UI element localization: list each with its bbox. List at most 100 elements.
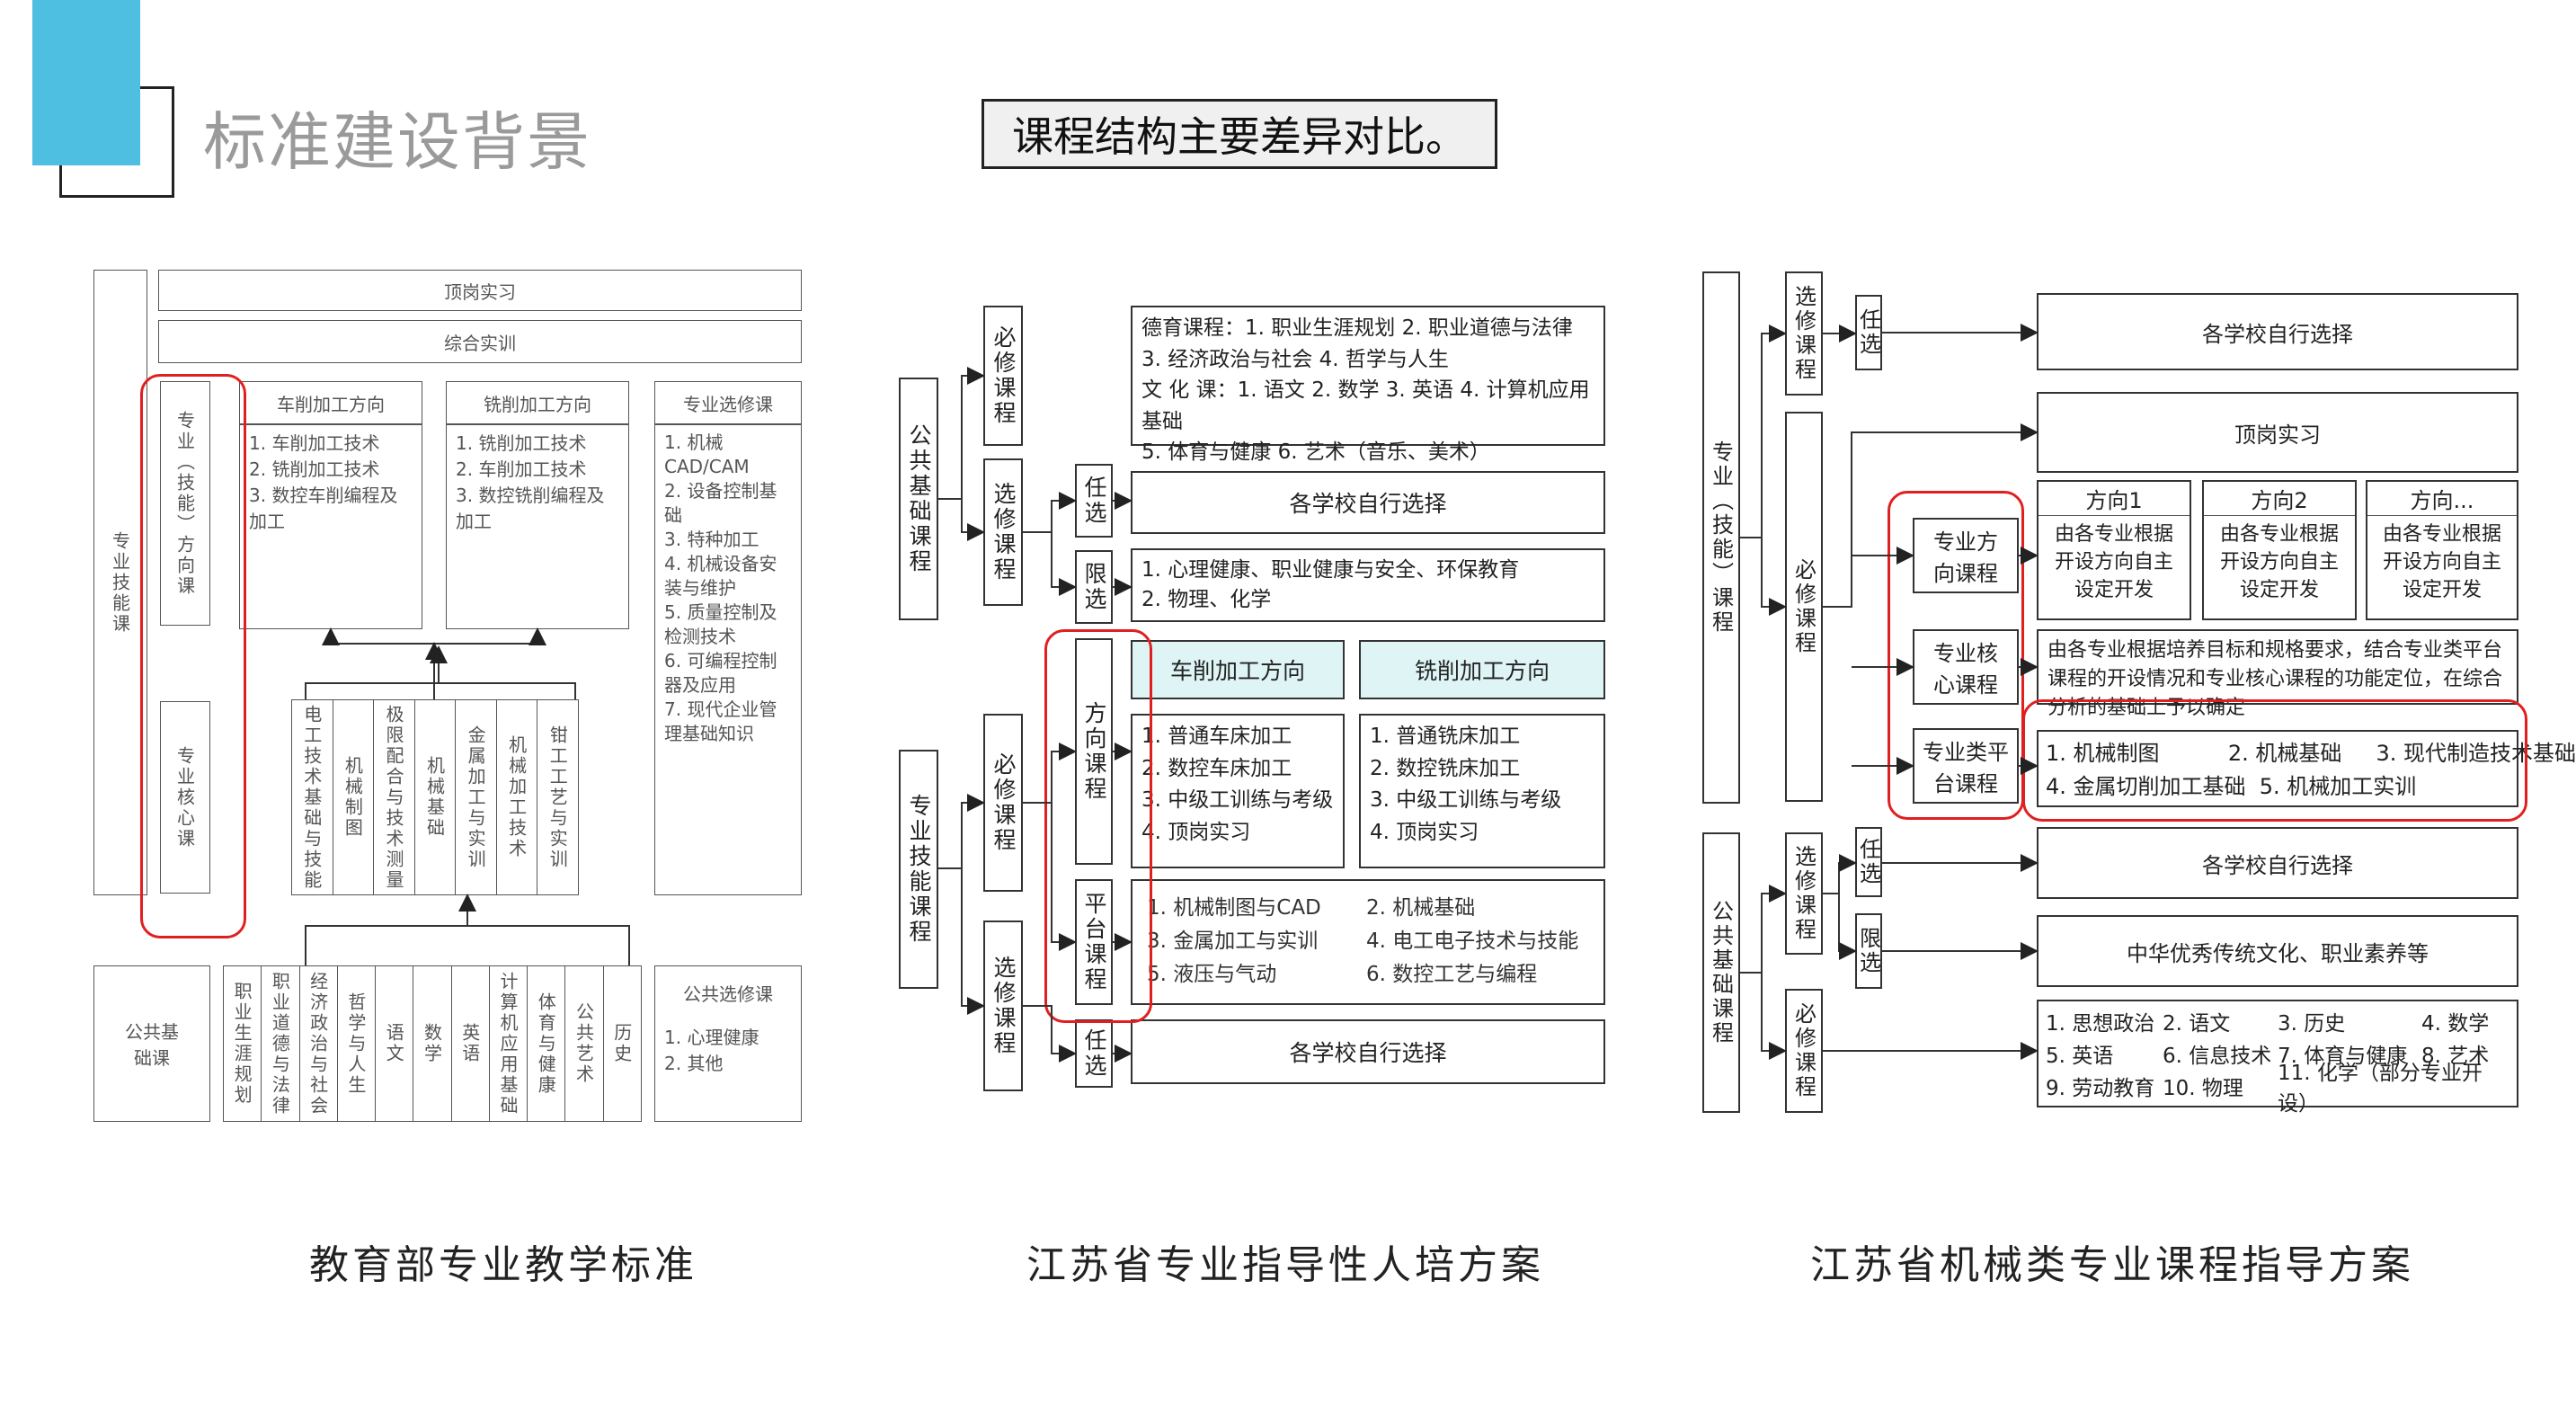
d1-public-course: 数学 xyxy=(413,966,452,1121)
d1-core-course: 钳工工艺与实训 xyxy=(537,700,578,894)
d2-limited-text: 限选 xyxy=(1081,562,1107,612)
d1-core-course-text: 电工技术基础与技能 xyxy=(300,704,323,891)
d2-public-basic-text: 公共基础课程 xyxy=(906,423,932,574)
d3-public-required-item: 9. 劳动教育 xyxy=(2046,1077,2155,1100)
d2-free-label: 任选 xyxy=(1075,464,1113,538)
d1-public-course-text: 公共艺术 xyxy=(573,1002,595,1085)
d2-elective2-label: 选修课程 xyxy=(983,921,1023,1091)
d2-direction-text: 方向课程 xyxy=(1081,701,1107,802)
d3-public-required-item: 4. 数学 xyxy=(2421,1012,2490,1036)
d1-core-course: 机械加工技术 xyxy=(497,700,538,894)
d3-public-required-item: 8. 艺术 xyxy=(2421,1045,2490,1068)
d3-limited-content: 中华优秀传统文化、职业素养等 xyxy=(2037,915,2518,987)
d3-internship: 顶岗实习 xyxy=(2037,392,2518,473)
d1-core-course-text: 机械基础 xyxy=(423,756,446,839)
d1-core-courses: 电工技术基础与技能 机械制图 极限配合与技术测量 机械基础 金属加工与实训 机械… xyxy=(291,699,579,895)
d3-direction-3-desc: 由各专业根据开设方向自主设定开发 xyxy=(2382,523,2501,601)
d2-direction2-items: 1. 普通铣床加工 2. 数控铣床加工 3. 中级工训练与考级 4. 顶岗实习 xyxy=(1359,714,1605,868)
d2-public-basic-label: 公共基础课程 xyxy=(899,378,938,620)
d3-core-course-label: 专业核心课程 xyxy=(1913,629,2019,705)
d1-core-course: 金属加工与实训 xyxy=(456,700,497,894)
d1-public-course: 公共艺术 xyxy=(565,966,604,1121)
d2-major-skill-label: 专业技能课程 xyxy=(899,750,938,989)
d2-school-choice: 各学校自行选择 xyxy=(1131,471,1605,534)
d1-direction-text: 专业（技能）方向课 xyxy=(173,410,196,597)
d3-elective-text: 选修课程 xyxy=(1790,285,1817,382)
d3-required-label: 必修课程 xyxy=(1785,412,1823,802)
d3-public-required-item: 10. 物理 xyxy=(2163,1077,2243,1100)
d2-highlight xyxy=(1044,629,1152,1023)
d1-direction2-title: 铣削加工方向 xyxy=(446,381,629,424)
d2-elective2-text: 选修课程 xyxy=(990,956,1017,1056)
d1-public-course-text: 职业道德与法律 xyxy=(269,971,291,1116)
d2-free2-label: 任选 xyxy=(1075,1019,1113,1088)
d2-free2-text: 任选 xyxy=(1081,1028,1107,1079)
d3-platform-items-row1: 1. 机械制图 2. 机械基础 3. 现代制造技术基础 xyxy=(2046,741,2576,766)
d1-public-course: 英语 xyxy=(452,966,490,1121)
d1-major-skill-text: 专业技能课 xyxy=(109,530,131,635)
d1-public-course-text: 历史 xyxy=(610,1023,633,1064)
d1-core-text: 专业核心课 xyxy=(173,745,196,849)
d1-public-course-text: 数学 xyxy=(421,1023,443,1064)
d1-core-course: 机械基础 xyxy=(415,700,457,894)
d2-direction1-items: 1. 普通车床加工 2. 数控车床加工 3. 中级工训练与考级 4. 顶岗实习 xyxy=(1131,714,1345,868)
d2-elective-text: 选修课程 xyxy=(990,482,1017,583)
d1-public-basic-label: 公共基础课 xyxy=(93,965,210,1122)
d2-platform-content: 1. 机械制图与CAD 3. 金属加工与实训 5. 液压与气动 2. 机械基础 … xyxy=(1131,879,1605,1005)
d2-free-text: 任选 xyxy=(1081,476,1107,526)
d2-school-choice2: 各学校自行选择 xyxy=(1131,1019,1605,1084)
d3-public-required-item: 7. 体育与健康 xyxy=(2278,1045,2408,1068)
d2-limited-content: 1. 心理健康、职业健康与安全、环保教育 2. 物理、化学 xyxy=(1131,548,1605,622)
accent-block xyxy=(32,0,140,165)
d3-public-required-item: 6. 信息技术 xyxy=(2163,1045,2272,1068)
d3-direction-course-label: 专业方向课程 xyxy=(1913,518,2019,593)
d1-elective-items: 1. 机械CAD/CAM 2. 设备控制基础 3. 特种加工 4. 机械设备安装… xyxy=(654,424,802,895)
d1-comprehensive-training: 综合实训 xyxy=(158,320,802,363)
d1-core-course: 机械制图 xyxy=(333,700,375,894)
d3-free-text: 任选 xyxy=(1855,308,1881,357)
d3-required2-label: 必修课程 xyxy=(1785,989,1823,1113)
d1-core-course-text: 机械制图 xyxy=(342,756,364,839)
d1-public-courses: 职业生涯规划 职业道德与法律 经济政治与社会 哲学与人生 语文 数学 英语 计算… xyxy=(223,965,642,1122)
d1-direction-label: 专业（技能）方向课 xyxy=(160,381,210,626)
d3-direction-1-title: 方向1 xyxy=(2039,482,2190,516)
page-title: 标准建设背景 xyxy=(203,105,591,179)
d3-free2-label: 任选 xyxy=(1855,827,1882,897)
d2-limited-label: 限选 xyxy=(1075,550,1113,624)
d2-required-text: 必修课程 xyxy=(990,325,1017,426)
d3-direction-2-desc: 由各专业根据开设方向自主设定开发 xyxy=(2219,523,2339,601)
d3-core-desc: 由各专业根据培养目标和规格要求，结合专业类平台课程的开设情况和专业核心课程的功能… xyxy=(2037,629,2518,719)
d3-public-required-item: 1. 思想政治 xyxy=(2046,1012,2155,1036)
d1-public-course: 职业道德与法律 xyxy=(262,966,300,1121)
d1-direction1-title: 车削加工方向 xyxy=(239,381,422,424)
d1-top-internship: 顶岗实习 xyxy=(158,270,802,311)
d1-core-course-text: 极限配合与技术测量 xyxy=(382,704,404,891)
d1-direction1-items: 1. 车削加工技术 2. 铣削加工技术 3. 数控车削编程及加工 xyxy=(239,424,422,629)
d1-public-course: 体育与健康 xyxy=(528,966,566,1121)
d1-public-course: 职业生涯规划 xyxy=(224,966,262,1121)
d3-platform-items: 1. 机械制图 2. 机械基础 3. 现代制造技术基础 4. 金属切削加工基础 … xyxy=(2037,730,2576,807)
d2-direction-label: 方向课程 xyxy=(1075,638,1113,865)
d1-core-label: 专业核心课 xyxy=(160,701,210,894)
d3-elective2-text: 选修课程 xyxy=(1790,845,1817,942)
d3-required2-text: 必修课程 xyxy=(1790,1002,1817,1099)
d1-highlight xyxy=(140,374,246,938)
d2-platform-right: 2. 机械基础 4. 电工电子技术与技能 6. 数控工艺与编程 xyxy=(1366,896,1579,986)
d3-platform-course-label: 专业类平台课程 xyxy=(1913,728,2019,804)
d1-major-skill-label: 专业技能课 xyxy=(93,270,147,895)
d3-public-required-item: 11. 化学（部分专业开设） xyxy=(2278,1062,2483,1116)
d2-direction2-title: 铣削加工方向 xyxy=(1359,640,1605,699)
d1-public-course: 经济政治与社会 xyxy=(300,966,338,1121)
d1-core-course-text: 金属加工与实训 xyxy=(465,725,487,870)
d2-platform-text: 平台课程 xyxy=(1081,892,1107,992)
d3-direction-1: 方向1 由各专业根据开设方向自主设定开发 xyxy=(2037,480,2191,620)
d1-core-course: 电工技术基础与技能 xyxy=(292,700,333,894)
d3-free2-text: 任选 xyxy=(1855,838,1881,886)
d3-direction-2: 方向2 由各专业根据开设方向自主设定开发 xyxy=(2202,480,2357,620)
d2-required-content: 德育课程：1. 职业生涯规划 2. 职业道德与法律 3. 经济政治与社会 4. … xyxy=(1131,306,1605,464)
d3-public-required-item: 5. 英语 xyxy=(2046,1045,2114,1068)
d3-public-basic-text: 公共基础课程 xyxy=(1708,900,1734,1045)
d3-major-skill-label: 专业（技能）课程 xyxy=(1702,271,1740,804)
d1-core-course: 极限配合与技术测量 xyxy=(374,700,415,894)
d3-public-basic-label: 公共基础课程 xyxy=(1702,832,1740,1113)
